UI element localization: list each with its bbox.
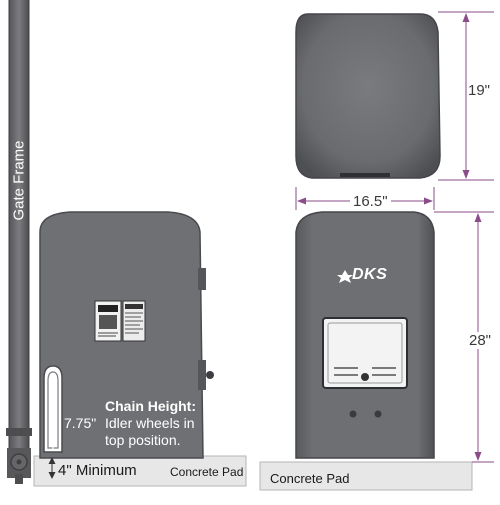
brand-logo-text: DKS [352, 266, 388, 283]
body-height-label: 28" [468, 332, 493, 349]
operator-cover [295, 13, 441, 179]
concrete-pad-left-label: Concrete Pad [170, 465, 244, 479]
minimum-dimension [48, 457, 56, 479]
concrete-pad-right-label: Concrete Pad [270, 471, 350, 486]
chain-note-line2: top position. [105, 432, 181, 448]
brand-star-icon [337, 270, 353, 283]
width-label: 16.5" [350, 193, 391, 210]
chain-height-dimension [49, 389, 57, 450]
concrete-pad-right [259, 461, 473, 491]
concrete-pad-left [33, 455, 247, 487]
operator-rear-body [295, 211, 435, 459]
chain-height-value: 7.75" [64, 415, 97, 431]
chain-note-line1: Idler wheels in [105, 415, 195, 431]
gate-frame-post [6, 0, 32, 484]
gate-frame-label: Gate Frame [10, 140, 28, 221]
chain-height-title: Chain Height: [105, 398, 196, 414]
operator-front-body [39, 211, 214, 459]
minimum-label: 4" Minimum [58, 462, 137, 479]
cover-height-label: 19" [468, 82, 491, 99]
